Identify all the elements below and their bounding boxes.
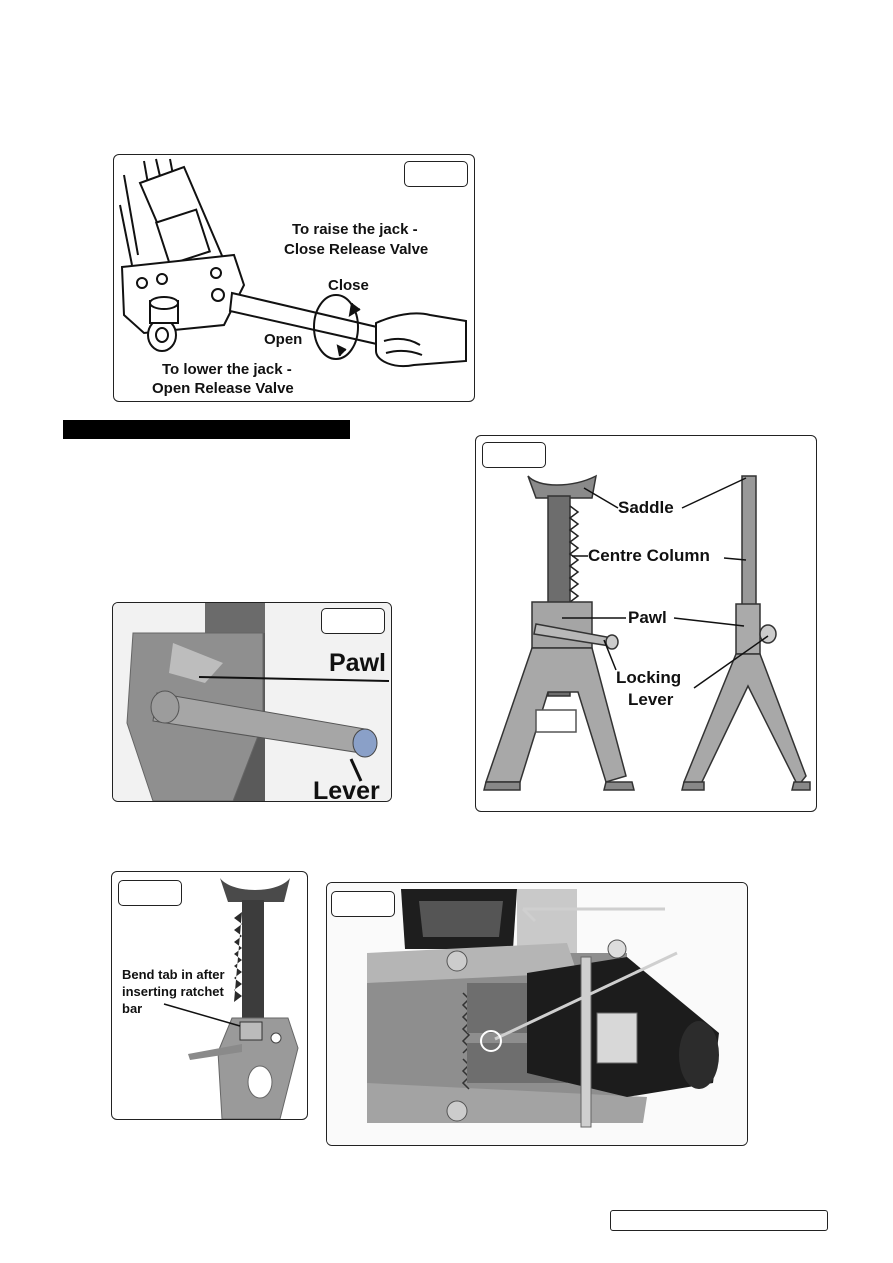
pawl-closeup-photo bbox=[113, 603, 391, 801]
figure-number-tag bbox=[321, 608, 385, 634]
figure-number-tag bbox=[404, 161, 468, 187]
lower-jack-label-line1: To lower the jack - bbox=[162, 361, 292, 378]
lever-label: Lever bbox=[628, 690, 674, 709]
saddle-label: Saddle bbox=[618, 498, 674, 517]
figure-number-tag bbox=[331, 891, 395, 917]
ratchet-bar-photo bbox=[163, 878, 299, 1119]
bend-tab-label-line1: Bend tab in after bbox=[122, 967, 225, 982]
jack-illustration bbox=[119, 158, 467, 367]
jack-mechanism-photo bbox=[327, 883, 747, 1145]
close-label: Close bbox=[328, 277, 369, 294]
section-heading-bar bbox=[63, 420, 350, 439]
open-label: Open bbox=[264, 331, 303, 348]
pawl-label: Pawl bbox=[628, 608, 667, 627]
figure-number-tag bbox=[482, 442, 546, 468]
bend-tab-label-line3: bar bbox=[122, 1001, 143, 1016]
centre-column-label: Centre Column bbox=[588, 546, 710, 565]
axle-stand-illustration bbox=[483, 474, 811, 791]
pawl-closeup-label: Pawl bbox=[329, 649, 386, 677]
lever-closeup-label: Lever bbox=[313, 777, 380, 802]
page-footer-reference bbox=[610, 1210, 828, 1231]
figure-axle-stand: Saddle Centre Column Pawl Locking Lever bbox=[475, 435, 817, 812]
bend-tab-label-line2: inserting ratchet bbox=[122, 984, 224, 999]
figure-pawl-closeup: Pawl Lever bbox=[112, 602, 392, 802]
raise-jack-label-line1: To raise the jack - bbox=[292, 221, 418, 238]
raise-jack-label-line2: Close Release Valve bbox=[284, 241, 429, 258]
figure-bend-tab: Bend tab in after inserting ratchet bar bbox=[111, 871, 308, 1120]
figure-jack-release-valve: To raise the jack - Close Release Valve … bbox=[113, 154, 475, 402]
figure-jack-mechanism bbox=[326, 882, 748, 1146]
lower-jack-label-line2: Open Release Valve bbox=[152, 380, 294, 397]
figure-number-tag bbox=[118, 880, 182, 906]
locking-label: Locking bbox=[616, 668, 682, 687]
